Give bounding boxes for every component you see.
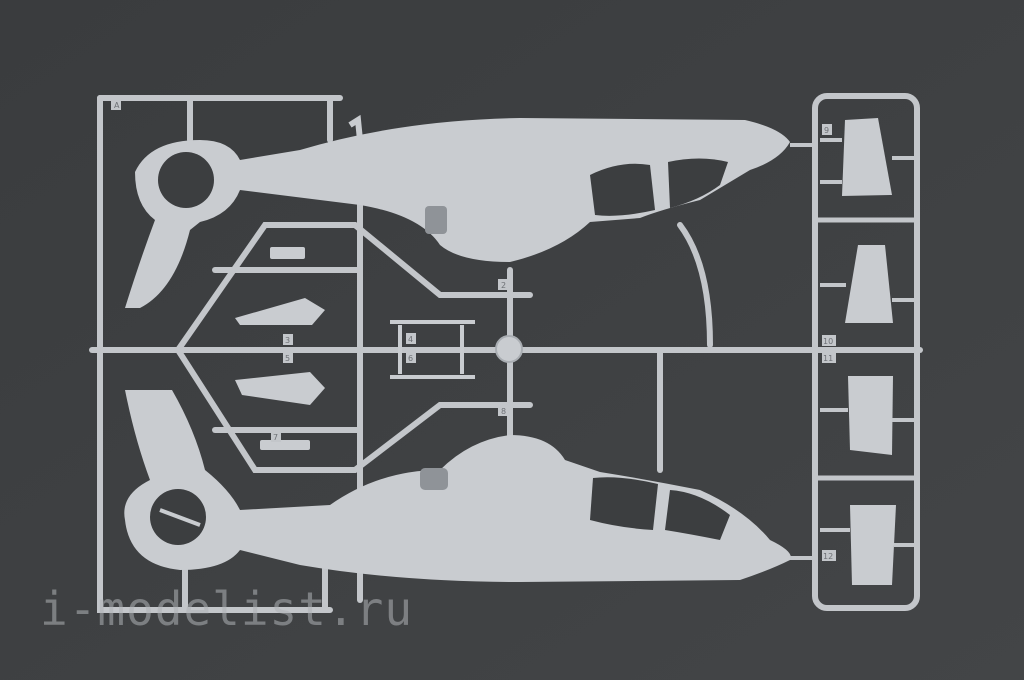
right-panels	[842, 118, 896, 585]
right-gates	[790, 138, 915, 560]
part-number-7: 7	[273, 433, 278, 442]
part-number-10: 10	[823, 337, 833, 346]
part-number-12: 12	[823, 552, 833, 561]
small-parts-center	[390, 320, 475, 379]
part-number-6: 6	[408, 354, 413, 363]
fuselage-half-upper	[125, 114, 790, 308]
part-number-11: 11	[823, 354, 833, 363]
fuselage-half-lower	[124, 390, 791, 582]
part-number-4: 4	[408, 335, 413, 344]
part-number-9: 9	[824, 126, 829, 135]
small-parts-left	[235, 247, 325, 450]
part-number-2: 2	[501, 281, 506, 290]
part-number-3: 3	[285, 336, 290, 345]
right-sprue-crossbars	[815, 217, 917, 481]
part-number-8: 8	[501, 407, 506, 416]
sprue-hub	[495, 335, 523, 363]
watermark-text: i-modelist.ru	[40, 582, 414, 636]
part-number-5: 5	[285, 354, 290, 363]
part-number-tags: A 2 3 4 5 6 7 8 9 10 11 12	[111, 99, 836, 561]
frame-letter: A	[114, 101, 120, 110]
